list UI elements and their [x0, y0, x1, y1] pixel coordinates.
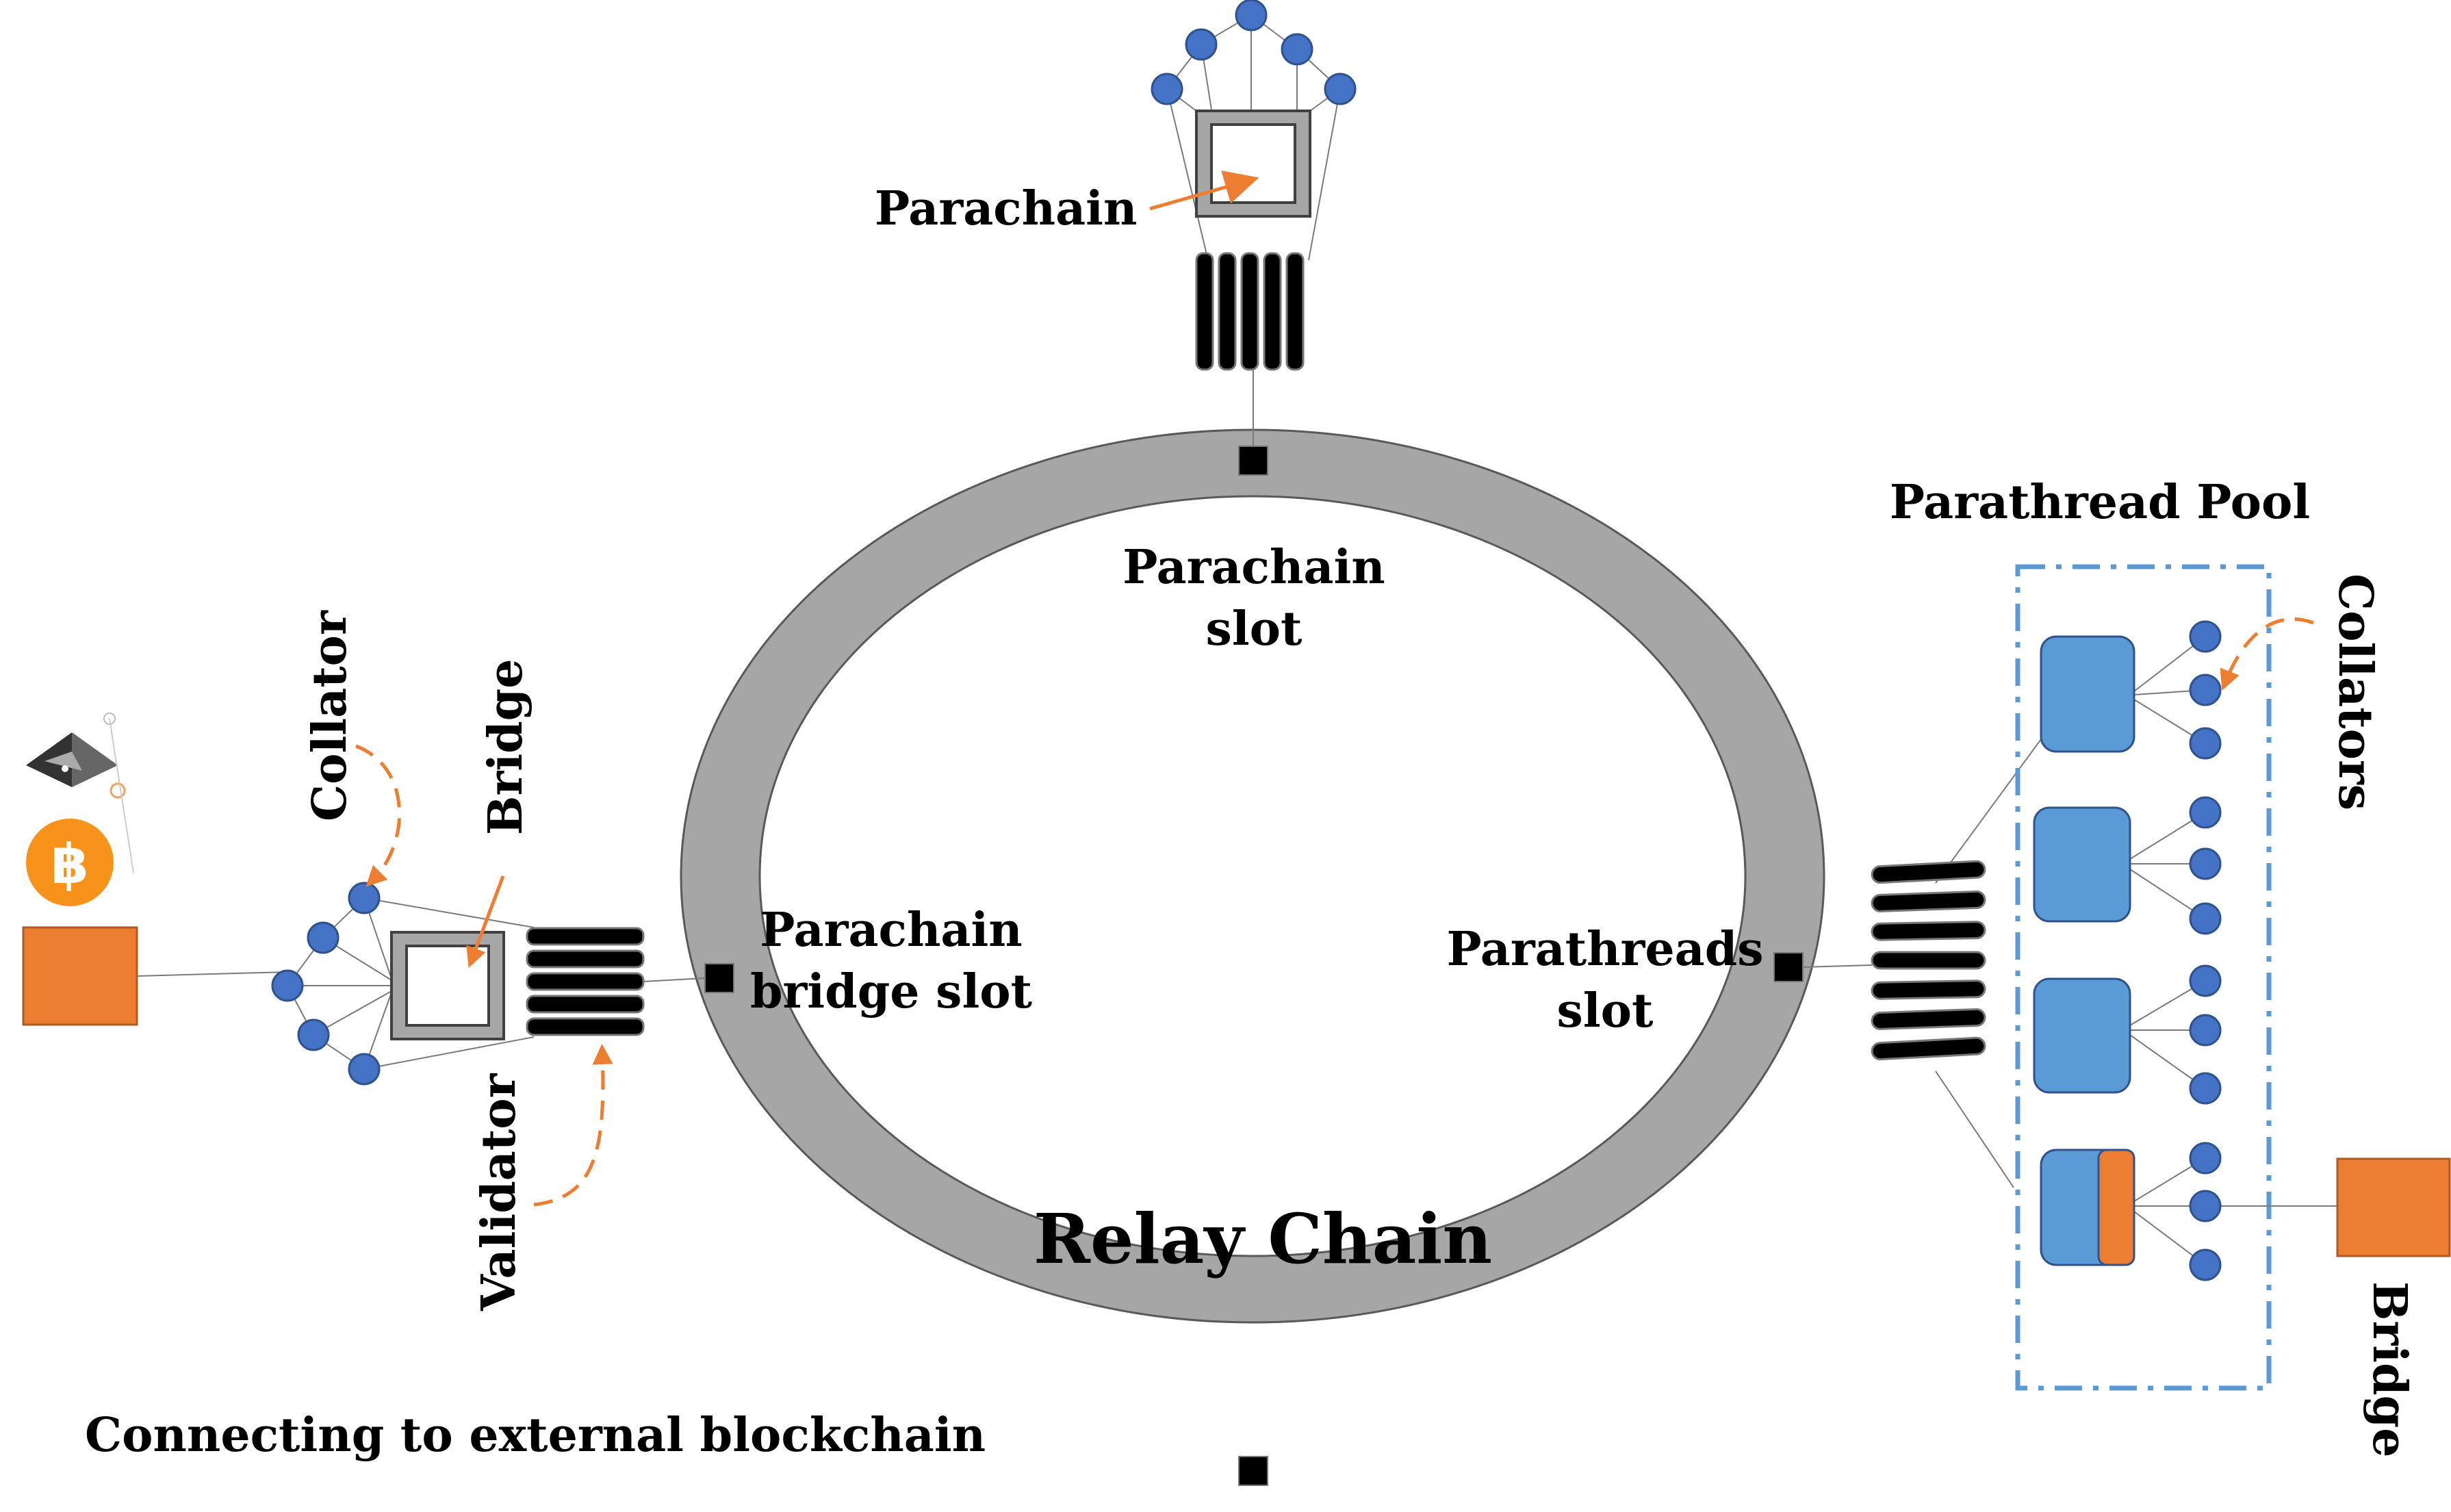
parathreads-validator-bars [1871, 860, 1986, 1061]
parathreads-slot-square [1773, 952, 1804, 982]
relay-chain-label: Relay Chain [1034, 1199, 1492, 1279]
collator-node [2189, 964, 2222, 997]
collator-node [2189, 620, 2222, 653]
collator-node [2189, 796, 2222, 829]
collator-node [307, 921, 339, 954]
collator-node [2189, 1248, 2222, 1281]
validator-label: Validator [472, 1073, 526, 1311]
collator-node [2189, 1072, 2222, 1105]
parathread-item [2033, 964, 2222, 1105]
parathread-item [2040, 620, 2222, 760]
parachain-slot-square [1238, 446, 1268, 476]
collator-node [1324, 73, 1357, 105]
parathreads-slot-label-line2: slot [1557, 984, 1654, 1038]
validator-bars-left [526, 927, 645, 1036]
collator-node [348, 1053, 381, 1086]
parachain-slot-label-line1: Parachain [1122, 540, 1385, 595]
collator-node [1281, 33, 1313, 66]
collator-node [271, 969, 304, 1002]
parathreads-slot-label-line1: Parathreads [1446, 922, 1763, 977]
collators-pointer-arrow [2220, 617, 2314, 691]
collator-node [1185, 28, 1218, 61]
collator-node [297, 1018, 330, 1051]
collator-node [1151, 73, 1183, 105]
parathread-pool-label: Parathread Pool [1890, 475, 2310, 530]
ethereum-logo-icon [26, 713, 134, 873]
parathread-item [2033, 796, 2222, 935]
collator-node [2189, 1190, 2222, 1222]
collator-node [1235, 0, 1268, 31]
parathread-pool-box [2015, 564, 2272, 1391]
bridge-pointer-arrow [466, 875, 505, 969]
left-bridge-parachain: ฿ [22, 713, 706, 1207]
bottom-slot-square [1238, 1456, 1268, 1486]
right-bridge-box [2336, 1157, 2451, 1257]
collator-node [348, 882, 381, 914]
validator-bars-top [1195, 252, 1305, 371]
collator-node [2189, 902, 2222, 935]
parathreads-group [1802, 564, 2451, 1391]
parachain-slot-label-line2: slot [1206, 602, 1303, 656]
parachain-bridge-slot-label-line2: bridge slot [750, 964, 1033, 1019]
top-parachain [1149, 0, 1357, 446]
parachain-bridge-slot-label-line1: Parachain [760, 903, 1022, 958]
svg-text:฿: ฿ [51, 832, 89, 896]
parachain-bridge-slot-square [704, 963, 734, 993]
bridge-left-label: Bridge [478, 659, 533, 836]
collator-node [2189, 727, 2222, 760]
collator-node [2189, 1014, 2222, 1047]
collators-label: Collators [2328, 574, 2383, 810]
validator-pointer-arrow [533, 1044, 613, 1207]
collator-node [2189, 674, 2222, 706]
collator-node [2189, 1142, 2222, 1175]
bitcoin-logo-icon: ฿ [26, 819, 114, 906]
collator-node [2189, 847, 2222, 880]
relay-chain-ring [680, 428, 1825, 1324]
bridge-right-label: Bridge [2362, 1281, 2417, 1458]
parachain-label: Parachain [875, 181, 1137, 236]
collator-pointer-arrow [355, 744, 402, 887]
external-blockchain-box [22, 926, 138, 1026]
connecting-external-label: Connecting to external blockchain [85, 1408, 986, 1463]
parachain-pointer-arrow [1149, 170, 1259, 211]
parathread-bridge-item [2040, 1142, 2337, 1281]
collator-label: Collator [303, 610, 357, 821]
